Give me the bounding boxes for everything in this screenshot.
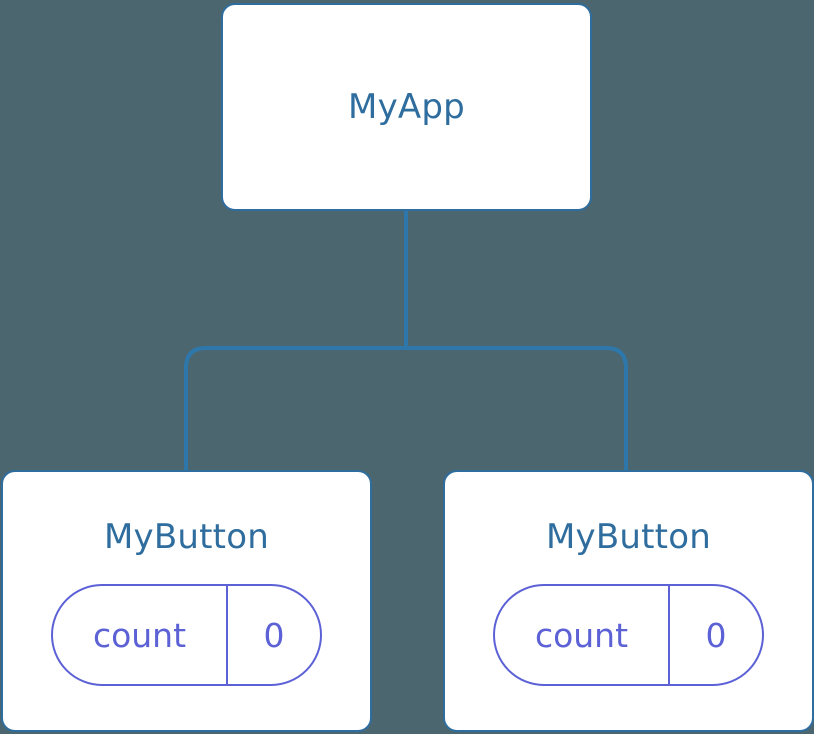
node-child-mybutton-1[interactable]: MyButton count 0	[1, 470, 372, 732]
state-key: count	[495, 586, 670, 684]
state-pill[interactable]: count 0	[51, 584, 322, 686]
connector-branch-bar	[184, 346, 628, 470]
node-title: MyButton	[104, 517, 269, 557]
state-key: count	[53, 586, 228, 684]
node-title: MyApp	[348, 87, 465, 127]
state-pill[interactable]: count 0	[493, 584, 764, 686]
node-title: MyButton	[546, 517, 711, 557]
node-root-myapp[interactable]: MyApp	[221, 3, 592, 211]
node-child-mybutton-2[interactable]: MyButton count 0	[443, 470, 814, 732]
state-value: 0	[263, 615, 285, 655]
state-value: 0	[705, 615, 727, 655]
